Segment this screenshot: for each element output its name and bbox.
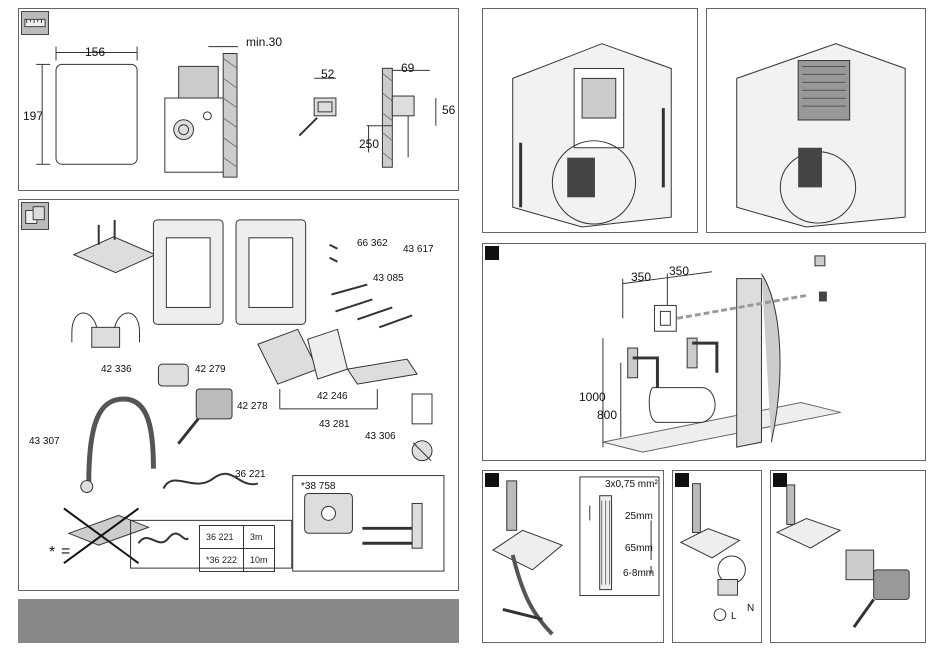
height-56-label: 56 <box>442 103 455 117</box>
cable-length: 3m <box>244 526 275 549</box>
part-42279: 42 279 <box>195 364 226 375</box>
table-row: 36 221 3m <box>200 526 275 549</box>
strip-25mm: 25mm <box>625 511 653 522</box>
height-250-label: 250 <box>359 137 379 151</box>
installation-panel: 350 350 1000 800 <box>482 243 926 461</box>
terminal-N: N <box>747 603 754 614</box>
box-width-label: 52 <box>321 67 334 81</box>
cable-code: 36 221 <box>200 526 244 549</box>
module-assembly-panel <box>770 470 926 643</box>
distance-350-b: 350 <box>669 264 689 278</box>
terminal-L: L <box>731 611 737 622</box>
cable-code: *36 222 <box>200 549 244 572</box>
terminal-panel: L N <box>672 470 762 643</box>
part-43306: 43 306 <box>365 431 396 442</box>
parts-panel: 66 362 43 617 43 085 42 336 42 279 42 27… <box>18 199 459 591</box>
part-42246: 42 246 <box>317 391 348 402</box>
part-43307: 43 307 <box>29 436 60 447</box>
cable-spec: 3x0,75 mm² <box>605 479 658 490</box>
height-800: 800 <box>597 408 617 422</box>
part-36221: 36 221 <box>235 469 266 480</box>
cistern-view-right <box>706 8 926 233</box>
cistern-view-left <box>482 8 698 233</box>
part-43617: 43 617 <box>403 244 434 255</box>
part-42278: 42 278 <box>237 401 268 412</box>
dimensions-panel: 156 197 min.30 52 69 56 250 <box>18 8 459 191</box>
min-gap-label: min.30 <box>246 35 282 49</box>
strip-6-8mm: 6-8mm <box>623 568 654 579</box>
part-38758: *38 758 <box>301 481 335 492</box>
strip-65mm: 65mm <box>625 543 653 554</box>
star-marker: * <box>49 544 55 562</box>
cable-length: 10m <box>244 549 275 572</box>
part-43281: 43 281 <box>319 419 350 430</box>
cable-length-table: 36 221 3m *36 222 10m <box>199 525 275 572</box>
depth-label: 69 <box>401 61 414 75</box>
part-66362: 66 362 <box>357 238 388 249</box>
table-row: *36 222 10m <box>200 549 275 572</box>
width-label: 156 <box>85 45 105 59</box>
part-43085: 43 085 <box>373 273 404 284</box>
part-42336: 42 336 <box>101 364 132 375</box>
wiring-panel: 3x0,75 mm² 25mm 65mm 6-8mm <box>482 470 664 643</box>
height-label: 197 <box>23 109 43 123</box>
distance-350-a: 350 <box>631 270 651 284</box>
grey-footer-bar <box>18 599 459 643</box>
height-1000: 1000 <box>579 390 606 404</box>
equals-marker: = <box>61 543 70 561</box>
